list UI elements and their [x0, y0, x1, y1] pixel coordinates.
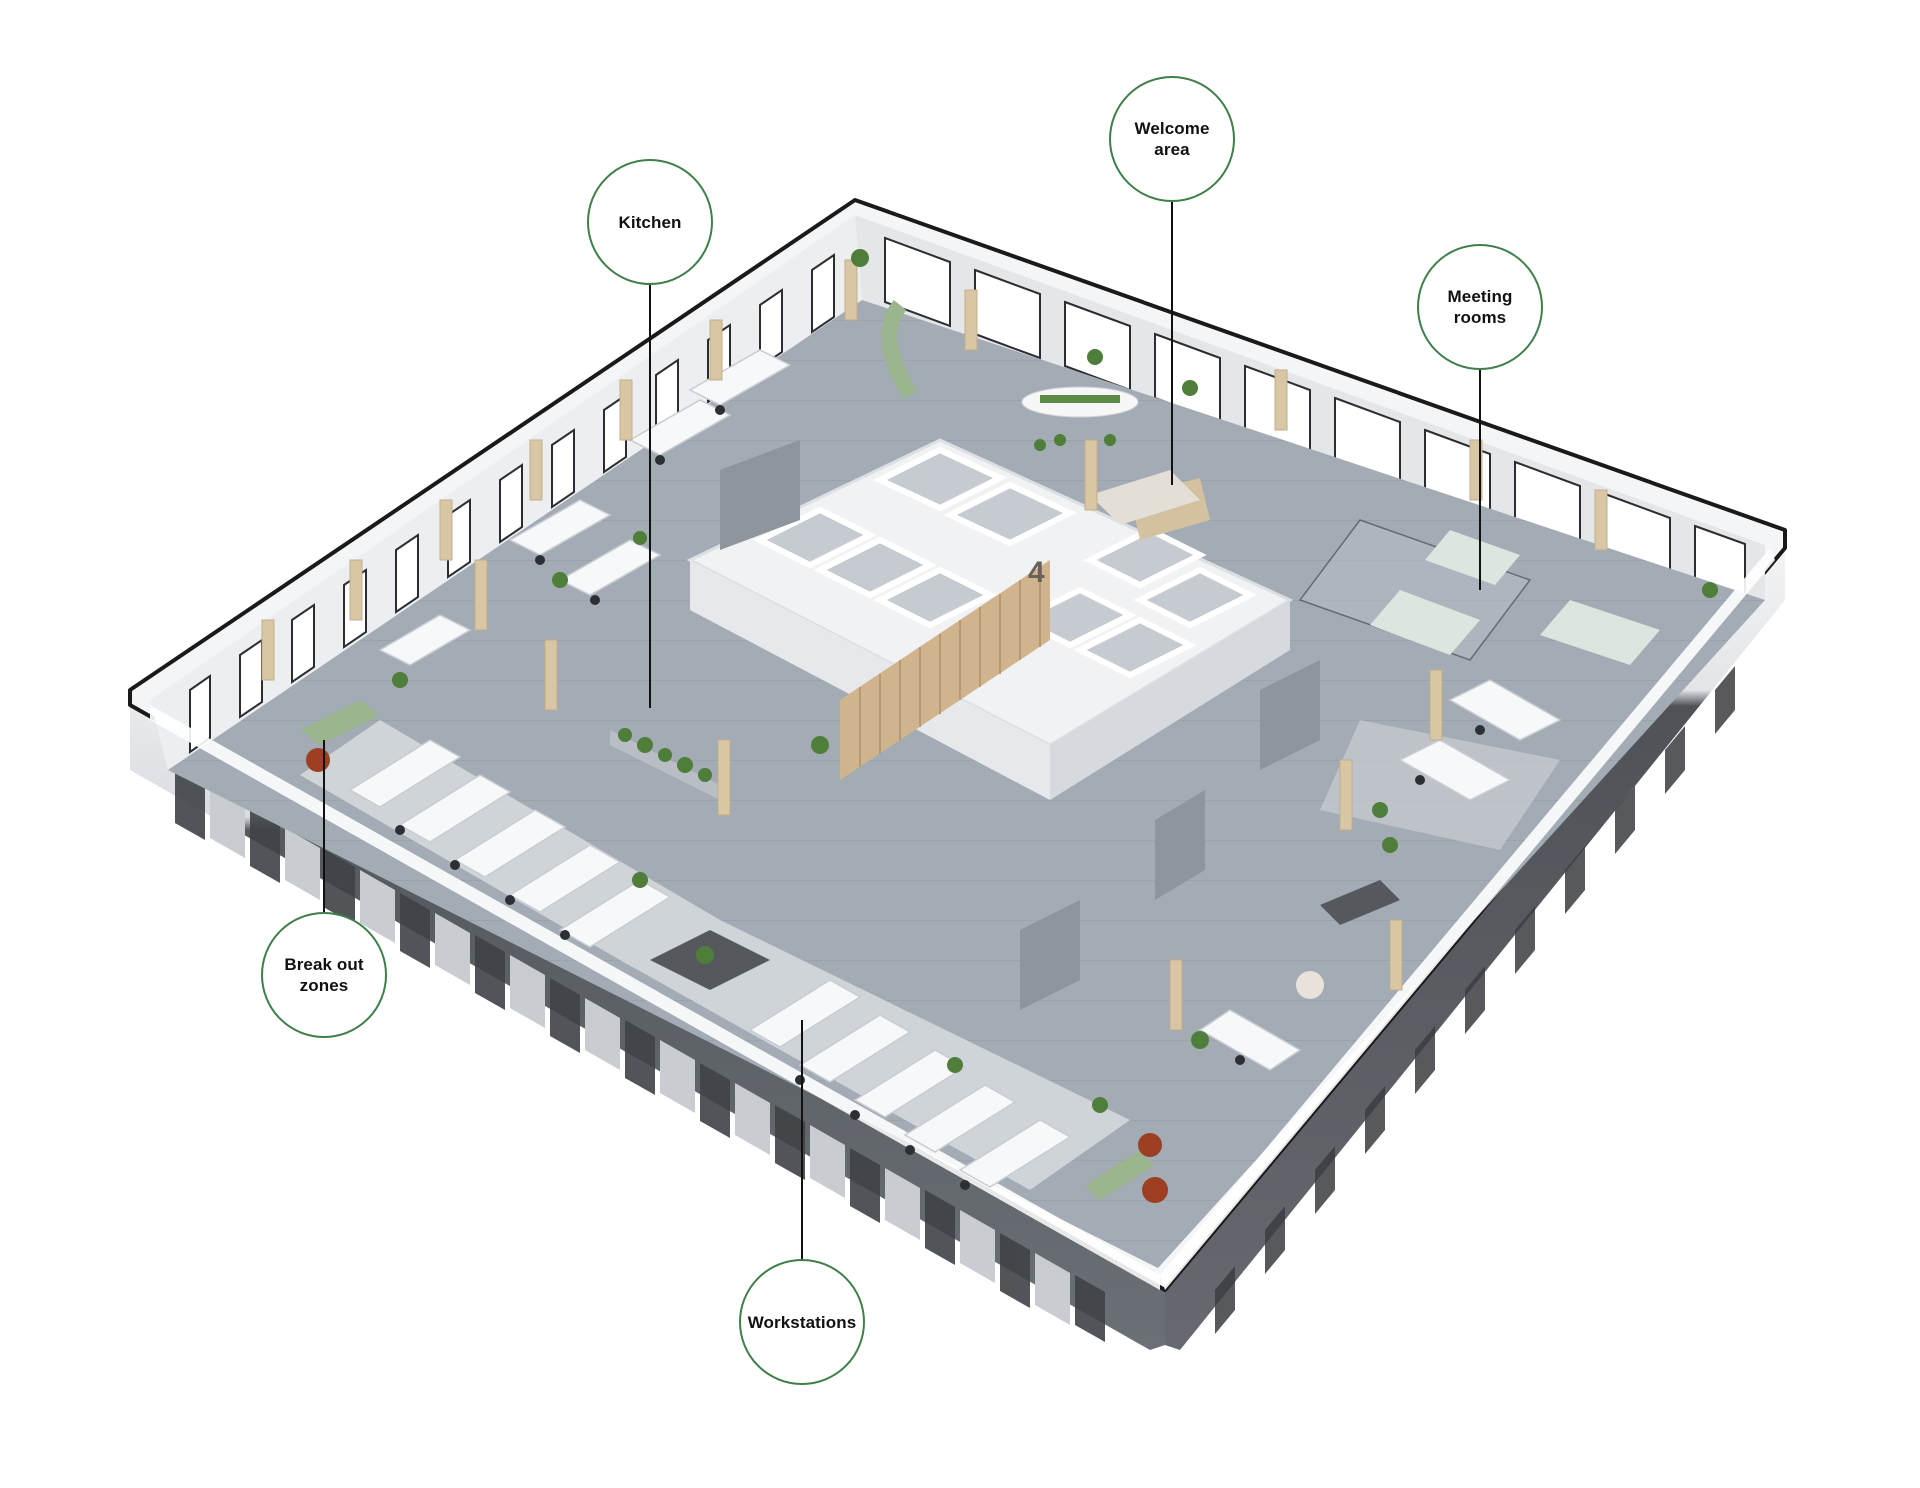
floor-number-sign: 4: [1028, 556, 1045, 589]
break-out-zones-callout: Break out zones: [261, 912, 387, 1038]
kitchen-label: Kitchen: [618, 212, 682, 232]
workstations-leader-line: [801, 1020, 803, 1260]
central-core: 4: [686, 438, 1294, 800]
workstations-label: Workstations: [747, 1312, 857, 1332]
meeting-rooms-callout: Meeting rooms: [1417, 244, 1543, 370]
breakout-leader-line: [323, 740, 325, 912]
welcome-area-label: Welcome area: [1134, 119, 1210, 159]
meeting-room-area: [1298, 519, 1660, 665]
kitchen-leader-line: [649, 285, 651, 708]
break-out-zones-label: Break out zones: [284, 955, 364, 995]
kitchen-callout: Kitchen: [587, 159, 713, 285]
welcome-area-callout: Welcome area: [1109, 76, 1235, 202]
desk-banks: [348, 349, 1562, 1188]
meeting-leader-line: [1479, 370, 1481, 590]
welcome-leader-line: [1171, 202, 1173, 485]
workstations-callout: Workstations: [739, 1259, 865, 1385]
meeting-rooms-label: Meeting rooms: [1447, 287, 1513, 327]
